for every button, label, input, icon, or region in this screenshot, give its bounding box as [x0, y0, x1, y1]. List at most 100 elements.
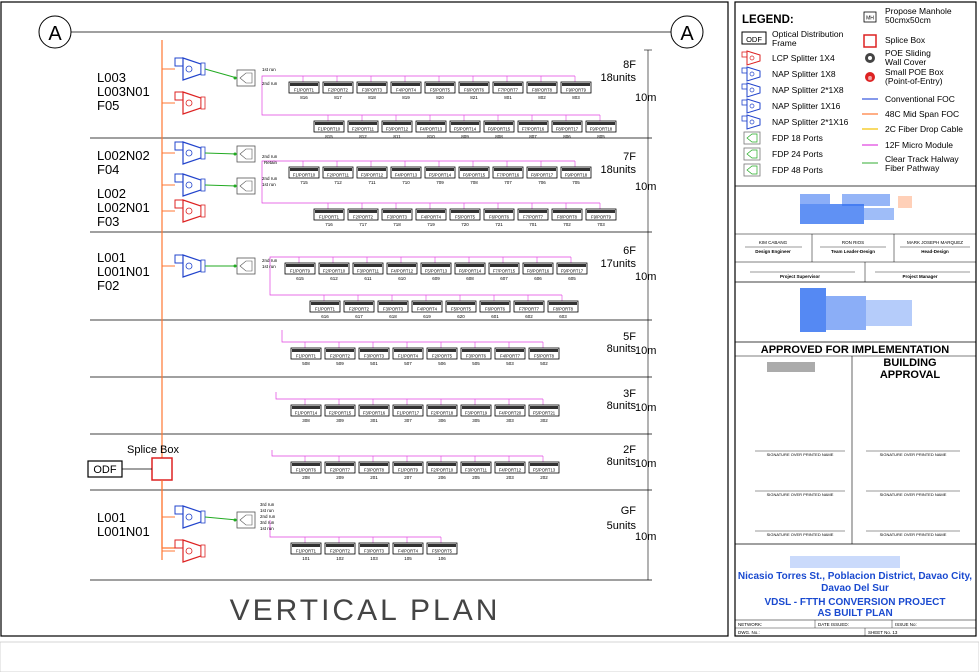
- dwg-no-label: DWG. No.:: [738, 630, 760, 635]
- floor-height: 10m: [635, 92, 656, 104]
- room-label: 209: [336, 475, 344, 480]
- room-label: 106: [438, 556, 446, 561]
- fdp-icon: [236, 177, 256, 195]
- floor-height: 10m: [635, 181, 656, 193]
- date-issued-label: DATE ISSUED:: [818, 622, 849, 627]
- room-label: 505: [472, 361, 480, 366]
- room-label: 605: [568, 276, 576, 281]
- building-approval-line1: BUILDING: [883, 357, 936, 369]
- port-label: F9/PORT18: [565, 173, 588, 178]
- legend-label: FDP 24 Ports: [772, 149, 823, 159]
- legend-title: LEGEND:: [742, 14, 794, 26]
- port-label: F2/PORT2: [353, 215, 374, 220]
- legend-label: Wall Cover: [885, 57, 926, 67]
- port-label: F2/PORT18: [431, 411, 454, 416]
- grid-marker-right: A: [680, 23, 694, 45]
- room-label: 506: [438, 361, 446, 366]
- port-label: F1/PORT10: [293, 173, 316, 178]
- floor-name: 2F: [623, 444, 636, 456]
- tail-label-3rd-gf-b: 3rd run: [260, 520, 275, 525]
- manhole-icon: [863, 11, 877, 23]
- port-label: F6/PORT6: [485, 307, 506, 312]
- nap-splitter-icon: [741, 66, 761, 82]
- node-labels: L003 L003N01 F05 L002N02 F04 L002 L002N0…: [97, 70, 150, 539]
- client-logo-blurred: [800, 288, 912, 332]
- legend-item: 48C Mid Span FOC: [862, 109, 959, 119]
- tail-label-retain-7f: Retain: [264, 160, 278, 165]
- node-n3-line3: F03: [97, 214, 119, 229]
- port-label: F5/PORT13: [425, 269, 448, 274]
- legend-item: 2C Fiber Drop Cable: [862, 124, 963, 134]
- fdp-icon: [236, 257, 256, 275]
- blurred-building-name: [790, 556, 900, 568]
- legend-label: Splice Box: [885, 35, 926, 45]
- fdp-icon: [236, 69, 256, 87]
- port-label: F2/PORT10: [431, 468, 454, 473]
- port-label: F1/PORT4: [398, 354, 419, 359]
- sig-label-3: SIGNATURE OVER PRINTED NAME: [767, 492, 834, 497]
- fdp-symbols: [236, 69, 256, 529]
- port-label: F7/PORT16: [522, 127, 545, 132]
- splice-box-icon: [863, 34, 877, 48]
- plan-frame: [0, 1, 729, 637]
- room-label: 206: [438, 475, 446, 480]
- floor-separators: [90, 137, 652, 581]
- port-label: F8/PORT8: [532, 88, 553, 93]
- port-label: F1/PORT9: [398, 468, 419, 473]
- nap-splitter-icon: [741, 98, 761, 114]
- floor-height: 10m: [635, 458, 656, 470]
- legend-label: LCP Splitter 1X4: [772, 53, 835, 63]
- sig-label-4: SIGNATURE OVER PRINTED NAME: [880, 492, 947, 497]
- room-label: 603: [559, 314, 567, 319]
- room-label: 101: [302, 556, 310, 561]
- port-label: F1/PORT14: [295, 411, 318, 416]
- sig-label-6: SIGNATURE OVER PRINTED NAME: [880, 532, 947, 537]
- sig-label-5: SIGNATURE OVER PRINTED NAME: [767, 532, 834, 537]
- room-label: 805: [597, 134, 605, 139]
- floor-name: 8F: [623, 59, 636, 71]
- room-label: 308: [302, 418, 310, 423]
- lcp-splitter-icon: [174, 199, 206, 223]
- legend-label: 50cmx50cm: [885, 15, 931, 25]
- person-1-name: KIM CABANG: [759, 240, 788, 245]
- port-label: F7/PORT16: [497, 173, 520, 178]
- room-label: 720: [461, 222, 469, 227]
- port-label: F5/PORT5: [455, 215, 476, 220]
- tail-label-3rd-gf: 3rd run: [260, 502, 275, 507]
- legend-item: FDP 18 Ports: [743, 131, 823, 145]
- room-label: 619: [423, 314, 431, 319]
- project-title-line1: VDSL - FTTH CONVERSION PROJECT: [765, 597, 946, 608]
- floor-name: 6F: [623, 245, 636, 257]
- tail-label-2nd-7f-b: 2nd run: [262, 176, 278, 181]
- room-label: 717: [359, 222, 367, 227]
- fdp-icon: [743, 147, 761, 161]
- legend-item: 12F Micro Module: [862, 140, 953, 150]
- room-label: 607: [500, 276, 508, 281]
- room-label: 207: [404, 475, 412, 480]
- port-label: F3/PORT3: [387, 215, 408, 220]
- port-label: F7/PORT7: [498, 88, 519, 93]
- room-label: 810: [427, 134, 435, 139]
- port-label: F3/PORT8: [364, 468, 385, 473]
- project-title-line2: AS BUILT PLAN: [817, 608, 892, 619]
